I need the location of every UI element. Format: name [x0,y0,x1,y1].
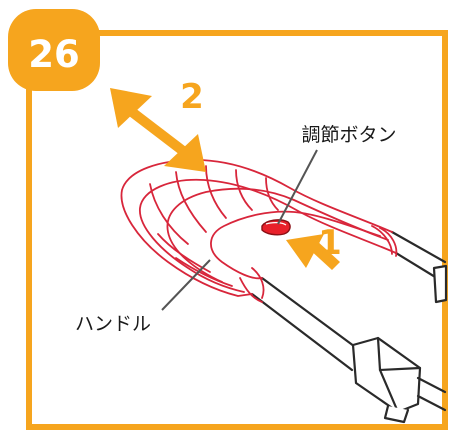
step-badge: 26 [8,9,100,91]
frame-border [26,30,448,430]
step-number: 26 [28,33,80,76]
stroller-frame [250,230,448,424]
press-direction-arrow [286,234,340,270]
arrow-1-number: 1 [318,223,342,263]
arrow-2-number: 2 [180,77,204,117]
handle-label: ハンドル [75,313,151,335]
handle-illustration [120,159,398,303]
handle-leader [161,259,211,311]
adjust-button-label: 調節ボタン [301,124,396,146]
adjust-direction-arrow [110,88,206,172]
adjust-button-leader [277,149,318,225]
adjust-button-shape [261,219,291,236]
